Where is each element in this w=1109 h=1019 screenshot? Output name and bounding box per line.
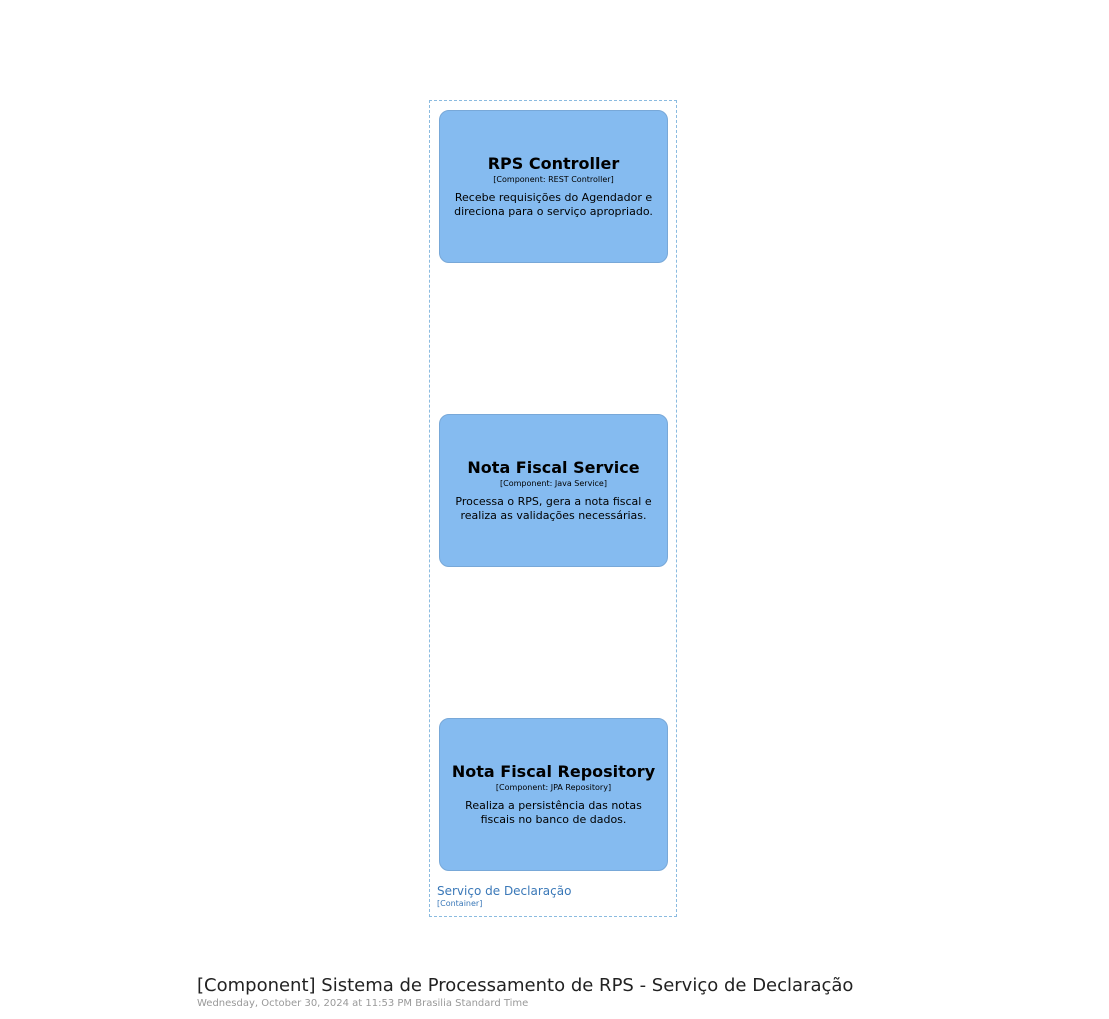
container-boundary-label: Serviço de Declaração [Container] — [437, 884, 572, 909]
component-name: RPS Controller — [487, 153, 620, 173]
component-description: Processa o RPS, gera a nota fiscal e rea… — [455, 494, 652, 522]
container-boundary — [429, 100, 677, 917]
nota-fiscal-repository-component[interactable]: Nota Fiscal Repository [Component: JPA R… — [439, 718, 668, 871]
component-description: Recebe requisições do Agendador e direci… — [454, 190, 653, 218]
component-name: Nota Fiscal Service — [467, 457, 640, 477]
nota-fiscal-service-component[interactable]: Nota Fiscal Service [Component: Java Ser… — [439, 414, 668, 567]
component-name: Nota Fiscal Repository — [451, 761, 656, 781]
component-type: [Component: Java Service] — [500, 479, 607, 488]
diagram-date: Wednesday, October 30, 2024 at 11:53 PM … — [197, 998, 529, 1009]
component-type: [Component: REST Controller] — [493, 175, 614, 184]
container-name: Serviço de Declaração — [437, 884, 572, 898]
component-type: [Component: JPA Repository] — [495, 783, 612, 792]
rps-controller-component[interactable]: RPS Controller [Component: REST Controll… — [439, 110, 668, 263]
component-description: Realiza a persistência das notas fiscais… — [465, 798, 642, 826]
container-type: [Container] — [437, 899, 483, 909]
diagram-title: [Component] Sistema de Processamento de … — [197, 975, 854, 996]
